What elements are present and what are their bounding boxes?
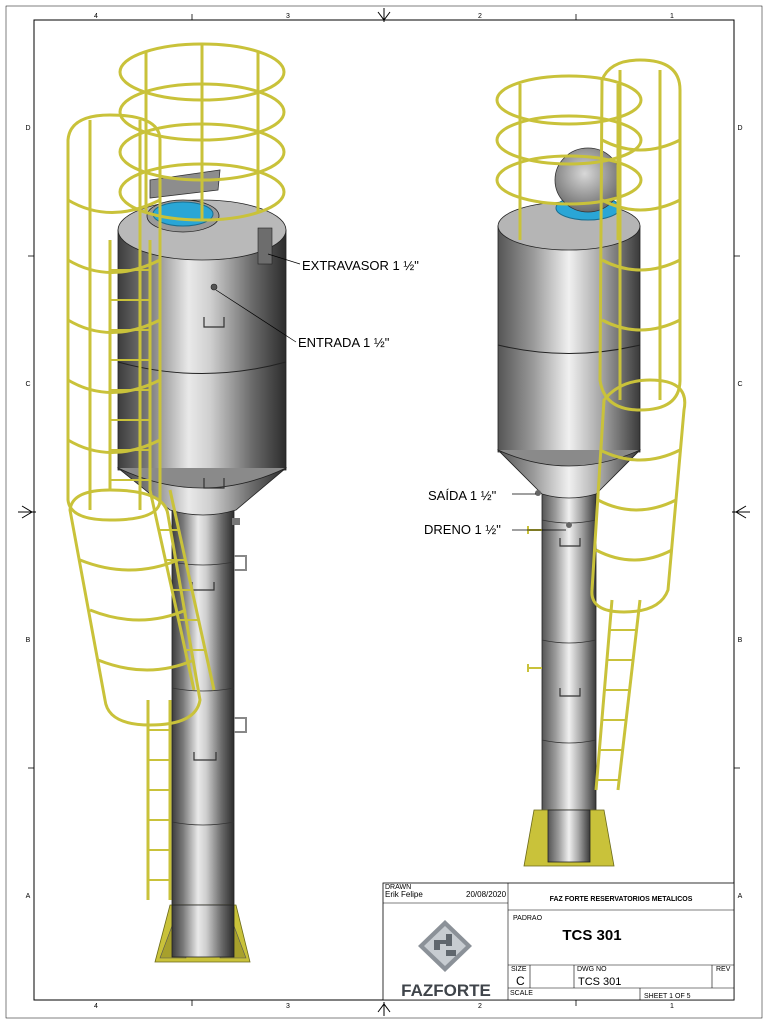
- callout-entrada: ENTRADA 1 ½": [298, 335, 390, 350]
- zone-label-left-c: C: [25, 381, 30, 388]
- zone-label-top-3: 3: [286, 13, 290, 20]
- right-column: [541, 489, 597, 863]
- zone-label-right-a: A: [738, 893, 743, 900]
- drawing-title: TCS 301: [562, 927, 621, 944]
- right-ladder-cage: [495, 58, 687, 791]
- zone-label-right-b: B: [738, 637, 743, 644]
- zone-label-bottom-3: 3: [286, 1003, 290, 1010]
- zone-label-left-b: B: [26, 637, 31, 644]
- zone-labels: 4 3 2 1 4 3 2 1 D C B A D C B A: [25, 13, 742, 1010]
- callout-dreno: DRENO 1 ½": [424, 522, 501, 537]
- sheet-number: SHEET 1 OF 5: [644, 993, 691, 1000]
- right-tank-body: [497, 225, 641, 453]
- left-ladder-cage: [66, 42, 286, 900]
- size-label: SIZE: [511, 966, 527, 973]
- outer-border: [5, 5, 763, 1019]
- callouts: EXTRAVASOR 1 ½" ENTRADA 1 ½" SAÍDA 1 ½" …: [215, 253, 566, 537]
- fazforte-logo: FAZFORTE: [401, 920, 491, 1000]
- right-view-tank: [497, 147, 641, 867]
- title-label: PADRAO: [513, 915, 543, 922]
- zone-label-right-c: C: [737, 381, 742, 388]
- zone-label-top-2: 2: [478, 13, 482, 20]
- zone-ticks: [28, 14, 740, 1006]
- centering-marks: [18, 8, 750, 1016]
- rev-label: REV: [716, 966, 731, 973]
- logo-wordmark: FAZFORTE: [401, 981, 491, 1000]
- drawn-label: DRAWN: [385, 884, 411, 891]
- drawn-by: Erik Felipe: [385, 890, 423, 899]
- zone-label-top-1: 1: [670, 13, 674, 20]
- callout-extravasor: EXTRAVASOR 1 ½": [302, 258, 419, 273]
- dwg-no-label: DWG NO: [577, 966, 607, 973]
- dwg-no: TCS 301: [578, 976, 621, 988]
- zone-label-bottom-1: 1: [670, 1003, 674, 1010]
- zone-label-left-a: A: [26, 893, 31, 900]
- company-name: FAZ FORTE RESERVATORIOS METALICOS: [550, 896, 693, 903]
- zone-label-top-4: 4: [94, 13, 98, 20]
- left-view-tank: [116, 169, 288, 963]
- zone-label-bottom-2: 2: [478, 1003, 482, 1010]
- zone-label-bottom-4: 4: [94, 1003, 98, 1010]
- drawing-date: 20/08/2020: [466, 890, 507, 899]
- zone-label-right-d: D: [737, 125, 742, 132]
- left-column: [171, 504, 235, 956]
- scale-label: SCALE: [510, 990, 533, 997]
- callout-saida: SAÍDA 1 ½": [428, 488, 497, 503]
- sheet-size: C: [516, 974, 525, 988]
- zone-label-left-d: D: [25, 125, 30, 132]
- left-water-opening: [152, 201, 214, 227]
- title-block: DRAWN Erik Felipe 20/08/2020 FAZ FORTE R…: [382, 882, 735, 1001]
